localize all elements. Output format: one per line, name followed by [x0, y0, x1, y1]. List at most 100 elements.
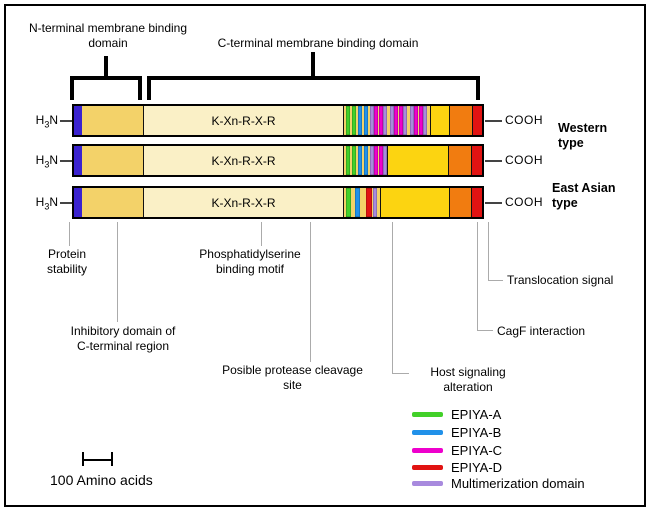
east-asian-type-line1: East Asian [552, 181, 616, 195]
inhibitory-domain-label: Inhibitory domain of C-terminal region [58, 324, 188, 354]
segment-magenta [399, 106, 403, 135]
legend-row-multimerization: Multimerization domain [412, 475, 585, 491]
segment-purple [370, 106, 374, 135]
segment-magenta [379, 146, 383, 175]
segment-purple [410, 106, 414, 135]
cooh-label-1: COOH [505, 113, 543, 127]
segment-bdr [343, 146, 344, 175]
h3n-label-1: H3N [35, 113, 58, 130]
segment-gold [351, 188, 355, 217]
legend-row-epiya-b: EPIYA-B [412, 424, 501, 440]
segment-orange [450, 188, 471, 217]
segment-gold [418, 106, 419, 135]
cooh-label-2: COOH [505, 153, 543, 167]
segment-purple [423, 106, 427, 135]
segment-magenta [394, 106, 398, 135]
n-bracket-left-tick [70, 76, 74, 100]
c-bracket-right-tick [476, 76, 480, 100]
epiya-c-label: EPIYA-C [451, 442, 503, 458]
protease-site-label: Posible protease cleavage site [215, 363, 370, 393]
segment-gold [372, 188, 373, 217]
legend-row-epiya-d: EPIYA-D [412, 459, 502, 475]
kxn-motif-label: K-Xn-R-X-R [211, 153, 276, 168]
segment-gold [344, 106, 346, 135]
segment-gold [378, 146, 379, 175]
segment-blue [355, 188, 360, 217]
legend-row-epiya-c: EPIYA-C [412, 442, 502, 458]
epiya-d-label: EPIYA-D [451, 459, 503, 475]
segment-red [473, 106, 482, 135]
translocation-signal-label: Translocation signal [507, 273, 614, 287]
protein-stability-connector [69, 222, 70, 246]
segment-gold [387, 106, 390, 135]
protease-line1: Posible protease cleavage [222, 363, 363, 377]
segment-red [472, 146, 482, 175]
segment-navy [74, 146, 82, 175]
segment-yellow [388, 146, 448, 175]
epiya-a-label: EPIYA-A [451, 406, 502, 422]
segment-pale: K-Xn-R-X-R [144, 146, 343, 175]
n-bracket-right-tick [138, 76, 142, 100]
kxn-motif-label: K-Xn-R-X-R [211, 195, 276, 210]
segment-gold [407, 106, 410, 135]
epiya-c-swatch [412, 447, 443, 453]
segment-yellow [381, 188, 449, 217]
epiya-b-swatch [412, 429, 443, 435]
segment-gold [427, 106, 430, 135]
segment-gold [368, 106, 370, 135]
translocation-connector-v [488, 222, 489, 281]
cooh-leader-1 [485, 120, 502, 122]
inhibitory-line1: Inhibitory domain of [70, 324, 176, 338]
cagf-connector-h [477, 330, 493, 331]
kxn-motif-label: K-Xn-R-X-R [211, 113, 276, 128]
protein-stability-label: Protein stability [33, 247, 101, 277]
segment-purple [383, 146, 387, 175]
h3n-leader-3 [60, 202, 72, 204]
n-terminal-domain-label: N-terminal membrane binding domain [28, 21, 188, 50]
segment-bdr [143, 146, 144, 175]
segment-yellow [431, 106, 449, 135]
multimerization-swatch [412, 480, 443, 486]
segment-gold [82, 146, 143, 175]
segment-bdr [471, 146, 472, 175]
c-bracket-bar [147, 76, 480, 80]
segment-green [352, 106, 356, 135]
h3n-label-3: H3N [35, 195, 58, 212]
segment-gold [350, 146, 352, 175]
host-signaling-connector-h [392, 373, 409, 374]
segment-bdr [143, 106, 144, 135]
segment-gold [360, 188, 366, 217]
segment-pale: K-Xn-R-X-R [144, 188, 343, 217]
host-signaling-label: Host signaling alteration [418, 365, 518, 395]
segment-blue [364, 106, 368, 135]
segment-magenta [379, 106, 383, 135]
scale-bar-line [82, 459, 113, 461]
segment-magenta [419, 106, 423, 135]
western-type-label: Western type [558, 121, 607, 151]
segment-bdr [471, 188, 472, 217]
segment-orange [450, 106, 472, 135]
segment-pale: K-Xn-R-X-R [144, 106, 343, 135]
segment-bdr [143, 188, 144, 217]
segment-red [472, 188, 482, 217]
c-terminal-domain-label: C-terminal membrane binding domain [217, 36, 419, 50]
h3n-label-2: H3N [35, 153, 58, 170]
protease-line2: site [283, 378, 302, 392]
segment-green [346, 188, 351, 217]
segment-navy [74, 188, 82, 217]
segment-navy [74, 106, 82, 135]
segment-gold [82, 188, 143, 217]
phosphatidylserine-label: Phosphatidylserine binding motif [185, 247, 315, 277]
legend-row-epiya-a: EPIYA-A [412, 406, 501, 422]
western-type-line2: type [558, 136, 584, 150]
h3n-leader-1 [60, 120, 72, 122]
segment-gold [362, 106, 364, 135]
inhibitory-line2: C-terminal region [76, 339, 170, 353]
c-bracket-left-tick [147, 76, 151, 100]
segment-gold [350, 106, 352, 135]
segment-bdr [472, 106, 473, 135]
segment-gold [356, 146, 358, 175]
segment-red [366, 188, 372, 217]
cooh-label-3: COOH [505, 195, 543, 209]
